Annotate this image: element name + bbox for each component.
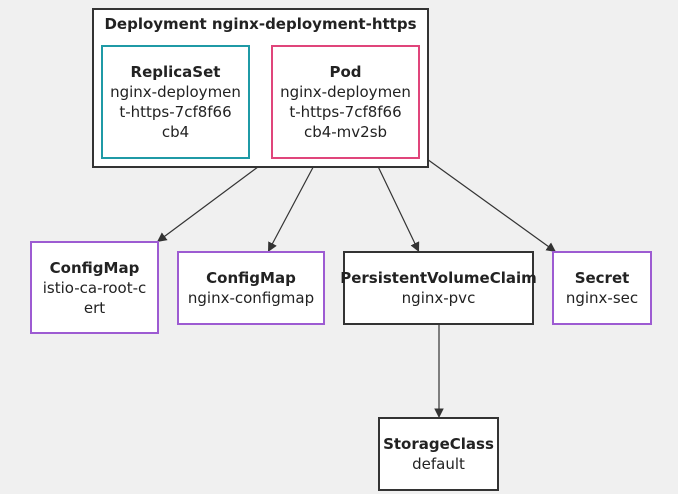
edge-pod-to-pvc — [373, 157, 420, 253]
configmap-nginx-node[interactable]: ConfigMap nginx-configmap — [177, 251, 325, 325]
replicaset-node[interactable]: ReplicaSet nginx-deploymen t-https-7cf8f… — [101, 45, 250, 159]
edge-pod-to-configmap-root-cert — [156, 157, 271, 243]
edge-pod-to-secret — [419, 153, 557, 253]
pod-node[interactable]: Pod nginx-deploymen t-https-7cf8f66 cb4-… — [271, 45, 420, 159]
storageclass-node[interactable]: StorageClass default — [378, 417, 499, 491]
pod-name-line-3: cb4-mv2sb — [303, 123, 388, 141]
deployment-title: Deployment nginx-deployment-https — [104, 15, 417, 33]
secret-kind: Secret — [574, 269, 630, 287]
configmap-root-cert-name-line-1: istio-ca-root-c — [42, 278, 147, 297]
configmap-nginx-kind: ConfigMap — [206, 269, 296, 287]
pod-name-line-2: t-https-7cf8f66 — [289, 103, 402, 121]
replicaset-name-line-1: nginx-deploymen — [110, 83, 241, 101]
pvc-kind: PersistentVolumeClaim — [340, 269, 537, 287]
pod-kind: Pod — [329, 63, 362, 81]
configmap-root-cert-node[interactable]: ConfigMap istio-ca-root-c ert — [30, 241, 159, 334]
edge-pod-to-configmap-nginx — [267, 157, 319, 253]
storageclass-name: default — [412, 455, 465, 473]
storageclass-kind: StorageClass — [383, 435, 494, 453]
pvc-name: nginx-pvc — [401, 289, 476, 307]
replicaset-name-line-2: t-https-7cf8f66 — [119, 103, 232, 121]
pvc-node[interactable]: PersistentVolumeClaim nginx-pvc — [340, 251, 537, 325]
configmap-root-cert-kind: ConfigMap — [49, 258, 140, 277]
configmap-nginx-name: nginx-configmap — [187, 289, 315, 307]
replicaset-name-line-3: cb4 — [161, 123, 190, 141]
secret-node[interactable]: Secret nginx-sec — [552, 251, 652, 325]
configmap-root-cert-name-line-2: ert — [83, 298, 106, 317]
replicaset-kind: ReplicaSet — [130, 63, 221, 81]
pod-name-line-1: nginx-deploymen — [280, 83, 411, 101]
secret-name: nginx-sec — [565, 289, 639, 307]
